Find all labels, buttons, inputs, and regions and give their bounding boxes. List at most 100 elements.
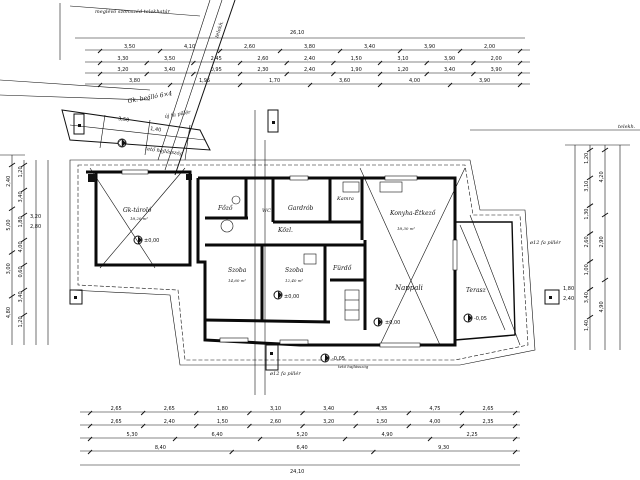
bottom-row1-dim-7: 4,75 — [429, 406, 440, 412]
dimension-tick — [512, 410, 518, 416]
bottom-row1-dim-8: 2,65 — [482, 406, 493, 412]
top-row1-dim-3: 2,60 — [244, 44, 255, 50]
dimension-tick — [517, 60, 523, 66]
left-col2-dim-3: 3,00 — [6, 263, 12, 274]
svg-text:-0,05: -0,05 — [474, 316, 487, 322]
section-marker-2 — [267, 109, 279, 133]
top-total-dim: 26,10 — [290, 30, 304, 36]
top-row3-dim-9: 3,90 — [491, 67, 502, 73]
carport-note: Gk. beálló 6×4 — [127, 90, 173, 105]
dimension-tick — [8, 250, 16, 255]
dimension-tick — [237, 60, 243, 66]
dimension-tick — [586, 259, 594, 264]
section-marker-4 — [544, 289, 560, 305]
bottom-row4-dim-1: 8,40 — [155, 445, 166, 451]
dimension-tick — [8, 206, 16, 212]
section-marker-5 — [265, 344, 279, 371]
dimension-tick — [470, 60, 476, 66]
dimension-tick — [87, 436, 93, 442]
room-name-szoba2: Szoba — [285, 267, 304, 274]
building-walls — [86, 169, 516, 348]
top-row3-dim-6: 1,90 — [351, 67, 362, 73]
dimension-tick — [601, 147, 609, 153]
room-area-konyha: 18,30 m² — [397, 226, 416, 231]
dimension-tick — [330, 60, 336, 66]
top-row3-dim-1: 3,20 — [117, 67, 128, 73]
dimension-tick — [406, 423, 412, 429]
bottom-row2-dim-4: 2,60 — [270, 419, 281, 425]
bottom-row3-dim-5: 2,25 — [467, 432, 478, 438]
svg-text:±0,00: ±0,00 — [144, 238, 159, 244]
dimension-tick — [586, 147, 594, 153]
room-name-szoba1: Szoba — [228, 267, 247, 274]
right-col1-dim-6: 3,40 — [584, 292, 590, 303]
dimension-tick — [140, 410, 146, 416]
bottom-row1-dim-6: 4,35 — [376, 406, 387, 412]
dimension-tick — [237, 71, 243, 77]
dimension-tick — [193, 423, 199, 429]
right-side-mark-2: 2,40 — [563, 296, 574, 302]
dimension-tick — [459, 423, 465, 429]
top-boundary-note: meglévő szomszéd telekhatár — [95, 8, 171, 15]
level-marker-garage: ±0,00 — [133, 235, 159, 245]
left-col1-dim-1: 1,20 — [18, 166, 24, 177]
top-row2-dim-3: 2,45 — [211, 56, 222, 62]
right-col1-dim-1: 1,20 — [584, 153, 590, 164]
dimension-tick — [337, 48, 343, 54]
bottom-row3-dim-1: 5,30 — [127, 432, 138, 438]
top-row3-dim-7: 1,20 — [397, 67, 408, 73]
right-side-mark-1: 1,80 — [563, 286, 574, 292]
dimension-tick — [87, 449, 93, 455]
top-row2-dim-2: 3,50 — [164, 56, 175, 62]
dimension-tick — [257, 436, 263, 442]
room-area-szoba2: 12,40 m² — [285, 278, 304, 283]
dimension-tick — [517, 71, 523, 77]
dimension-tick — [20, 162, 28, 168]
bottom-row1-dim-2: 2,65 — [164, 406, 175, 412]
room-name-garazs: Gk-tároló — [123, 207, 152, 214]
bottom-row3-dim-3: 5,20 — [297, 432, 308, 438]
dimension-tick — [586, 175, 594, 181]
dimension-tick — [427, 436, 433, 442]
dimension-tick — [512, 436, 518, 442]
neighbour-boundary-line — [69, 5, 201, 17]
room-name-konyha: Konyha-Étkező — [389, 209, 436, 217]
bottom-row2-dim-8: 2,35 — [482, 419, 493, 425]
dimension-tick — [353, 410, 358, 416]
top-row4-dim-1: 3,80 — [129, 78, 140, 84]
dimension-tick — [424, 60, 430, 66]
dimension-tick — [284, 71, 290, 77]
bottom-row2-dim-5: 3,20 — [323, 419, 334, 425]
top-row4-dim-2: 1,95 — [199, 78, 210, 84]
top-row1-dim-2: 4,10 — [184, 44, 195, 50]
left-side-mark-2: 2,80 — [30, 224, 41, 230]
dimension-tick — [20, 187, 28, 193]
dimension-tick — [247, 410, 252, 416]
slope-dim-1: 3,50 — [118, 116, 130, 123]
bottom-row4-dim-3: 9,30 — [438, 445, 449, 451]
bottom-row1-dim-4: 3,10 — [270, 406, 281, 412]
dimension-tick — [284, 60, 290, 66]
top-row1-dim-7: 2,00 — [484, 44, 495, 50]
dimension-tick — [190, 60, 196, 66]
bottom-row1-dim-5: 3,40 — [323, 406, 334, 412]
dimension-tick — [97, 60, 103, 66]
left-col2-dim-1: 2,40 — [6, 176, 12, 187]
dimension-tick — [512, 423, 518, 429]
room-area-garazs: 18,20 m² — [130, 216, 149, 221]
dimension-tick — [167, 82, 173, 88]
room-area-szoba1: 14,60 m² — [228, 278, 247, 283]
dimension-tick — [470, 71, 476, 77]
left-col1-dim-7: 1,20 — [18, 316, 24, 327]
left-col1-dim-2: 3,40 — [18, 191, 24, 202]
top-row2-dim-8: 3,90 — [444, 56, 455, 62]
dimension-tick — [459, 410, 465, 416]
level-marker-terasz: -0,05 — [463, 313, 487, 323]
top-row2-dim-5: 2,40 — [304, 56, 315, 62]
dimension-tick — [300, 423, 305, 429]
dimension-tick — [300, 410, 305, 416]
diagonal-boundary-line — [174, 0, 236, 176]
dimension-tick — [8, 293, 16, 299]
